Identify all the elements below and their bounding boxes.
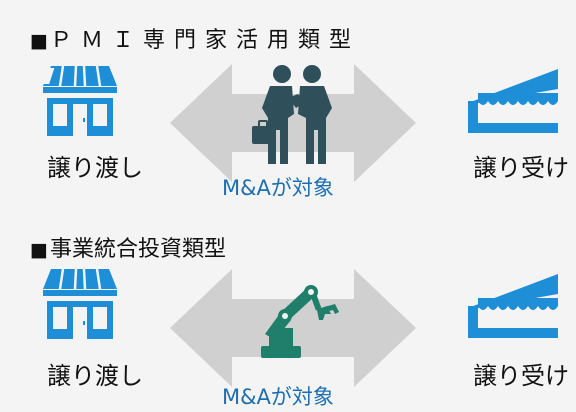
robot-arm-icon — [261, 285, 339, 358]
double-arrow-icon — [170, 64, 416, 182]
section-business-integration: ■事業統合投資類型 — [0, 206, 576, 412]
right-label: 譲り受け — [473, 362, 569, 390]
heading-text: ＰＭＩ専門家活用類型 — [49, 28, 360, 53]
right-label: 譲り受け — [473, 154, 569, 182]
section-heading: ■ＰＭＩ専門家活用類型 — [30, 22, 360, 54]
handshake-people-icon — [252, 65, 332, 164]
left-label: 譲り渡し — [47, 154, 143, 182]
store-icon — [43, 268, 117, 339]
awning-shop-icon — [468, 274, 558, 338]
target-caption: M&Aが対象 — [222, 176, 334, 200]
section-pmi: ■ＰＭＩ専門家活用類型 — [30, 22, 569, 200]
target-caption: M&Aが対象 — [222, 385, 334, 409]
heading-text: 事業統合投資類型 — [49, 237, 226, 262]
store-icon — [39, 65, 117, 136]
heading-bullet: ■ — [30, 30, 48, 52]
heading-bullet: ■ — [30, 239, 48, 261]
awning-shop-icon — [468, 69, 558, 133]
section-heading: ■事業統合投資類型 — [30, 231, 226, 263]
left-label: 譲り渡し — [47, 362, 143, 390]
